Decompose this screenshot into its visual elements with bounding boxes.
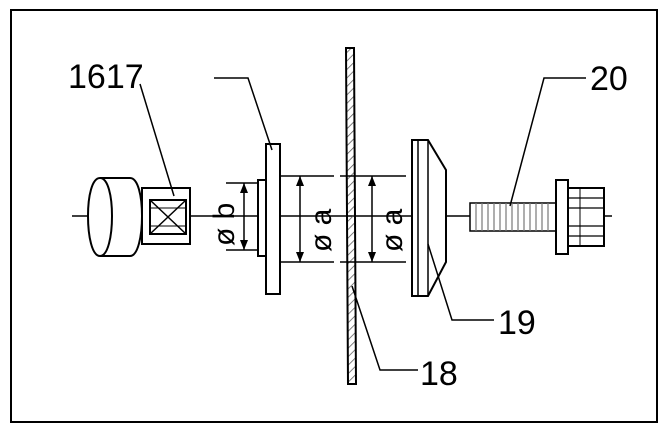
disc-blade: [344, 47, 358, 385]
dim-diameter-a-washer: ø a: [280, 175, 338, 263]
dim-label-b: ø b: [208, 203, 241, 246]
cup-washer: [411, 139, 447, 297]
label-16-17: 1617: [68, 58, 144, 96]
leader-19: [427, 243, 494, 321]
label-18: 18: [420, 355, 458, 393]
leader-washer: [214, 77, 273, 151]
label-20: 20: [590, 60, 628, 98]
leader-20: [509, 77, 586, 207]
leader-18: [351, 285, 418, 371]
shaft-assembly: [86, 177, 191, 257]
label-19: 19: [498, 304, 536, 342]
leader-lines: [139, 77, 586, 371]
dim-label-a-washer: ø a: [305, 208, 338, 252]
dim-diameter-a-disc: ø a: [340, 175, 409, 263]
leader-16-17: [139, 83, 175, 197]
dim-label-a-disc: ø a: [376, 208, 409, 252]
dim-diameter-b: ø b: [208, 182, 258, 251]
bolt: [469, 179, 605, 255]
flange-washer: [257, 143, 281, 295]
border-frame: [10, 9, 658, 423]
